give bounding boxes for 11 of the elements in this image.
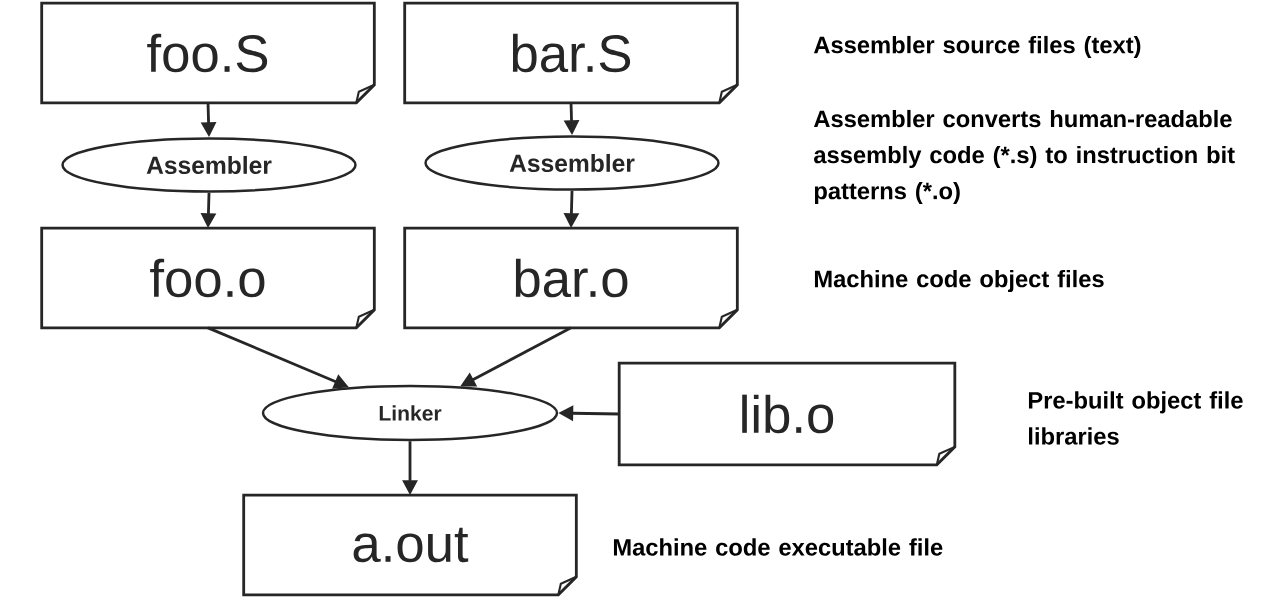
note-text: Machine code executable file xyxy=(613,538,943,556)
note-text: Assembler converts human-readable assembly code (*.s) to instruction bit patterns (*.o) xyxy=(813,109,1235,205)
note-text: Machine code object files xyxy=(814,269,1104,293)
file-box: lib.o xyxy=(617,361,957,467)
file-box: a.out xyxy=(242,493,578,597)
file-box: bar.o xyxy=(403,226,739,330)
file-box: foo.S xyxy=(40,1,376,105)
note-text: Assembler source files (text) xyxy=(813,35,1141,59)
note-text: Pre-built object file libraries xyxy=(1028,391,1243,445)
file-box: foo.o xyxy=(40,226,376,330)
file-box: bar.S xyxy=(403,1,739,105)
